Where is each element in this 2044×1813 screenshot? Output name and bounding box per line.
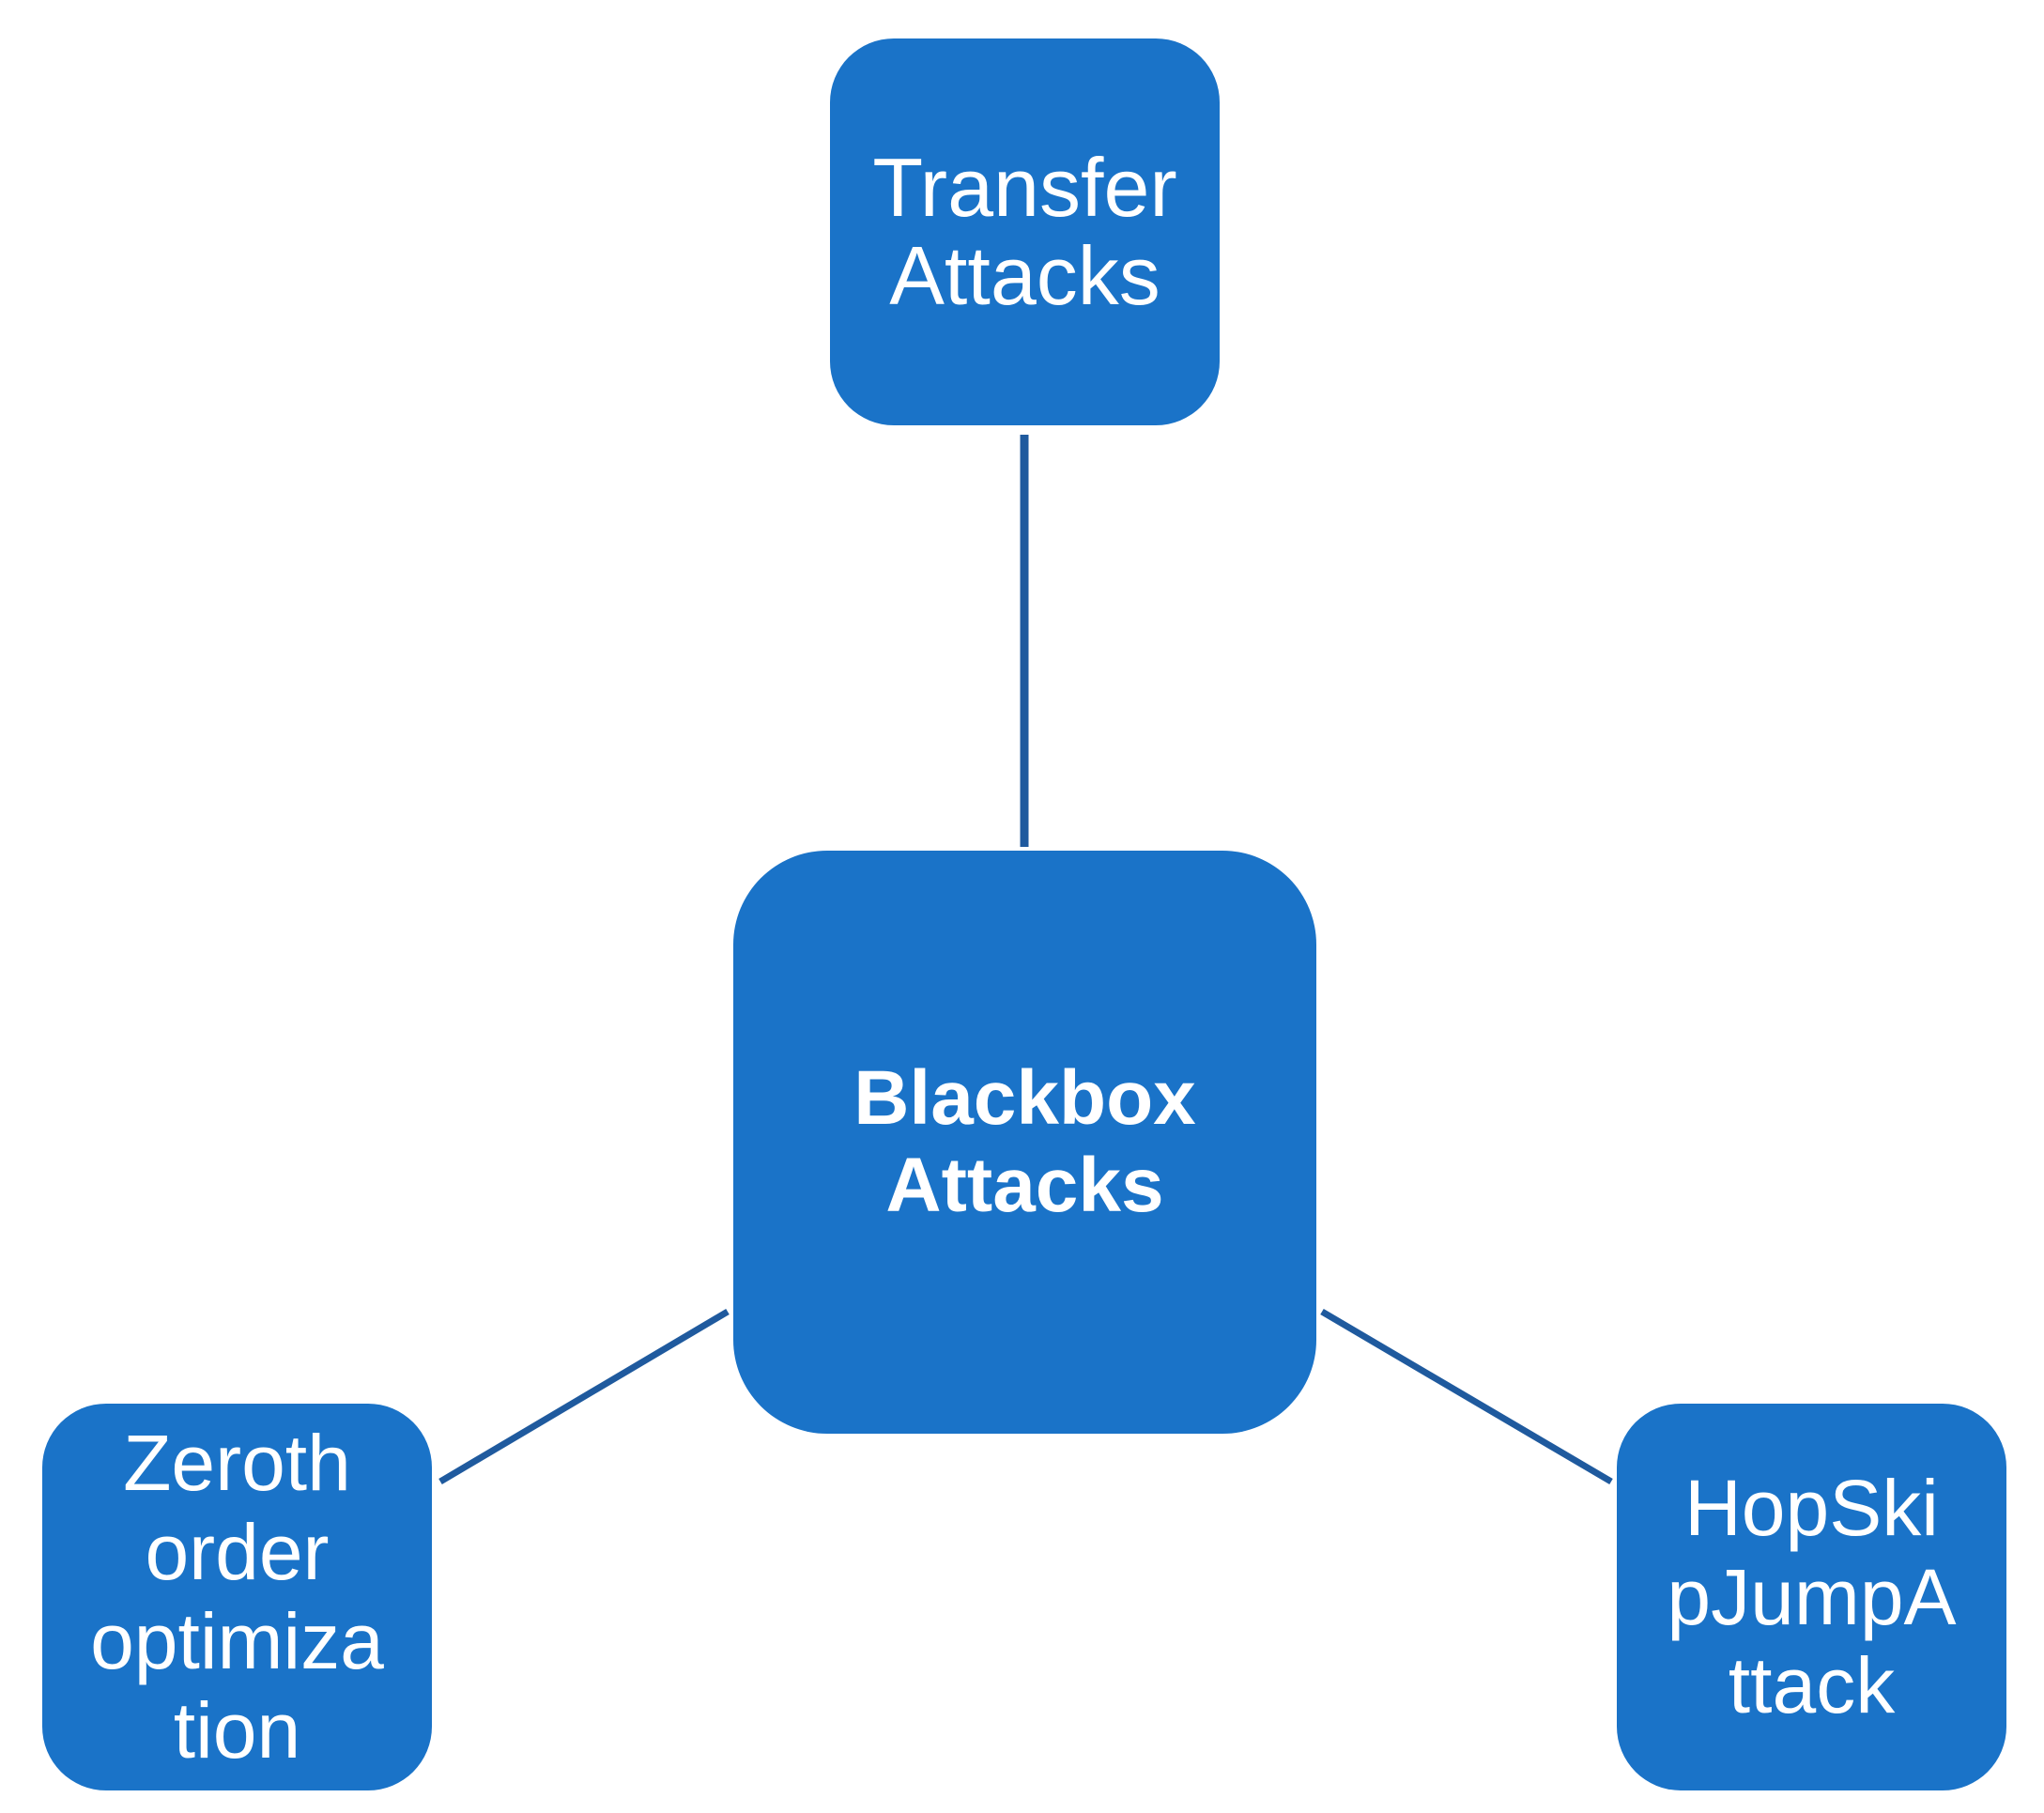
node-zeroth-order-optimization: Zeroth order optimiza tion (42, 1404, 432, 1790)
node-blackbox-attacks: Blackbox Attacks (733, 851, 1316, 1434)
node-label: Zeroth order optimiza tion (90, 1419, 384, 1775)
connector-center-to-left (438, 1308, 730, 1485)
node-transfer-attacks: Transfer Attacks (830, 38, 1220, 425)
node-label: HopSki pJumpA ttack (1667, 1463, 1957, 1730)
node-hopskipjumpattack: HopSki pJumpA ttack (1617, 1404, 2006, 1790)
node-label: Transfer Attacks (872, 140, 1177, 322)
connector-center-to-right (1320, 1308, 1613, 1485)
node-label: Blackbox Attacks (853, 1054, 1196, 1228)
